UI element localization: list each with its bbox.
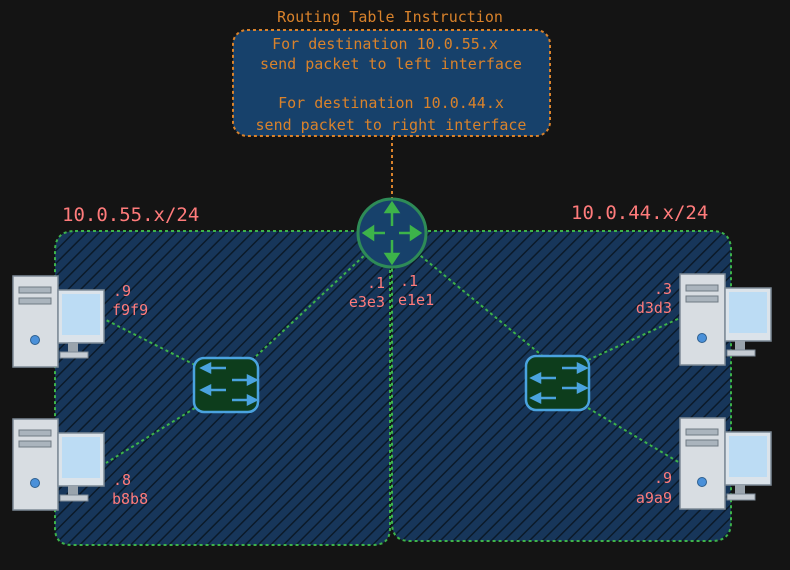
switch-arrows-icon: [529, 361, 589, 405]
router-right-if-addr: .1: [400, 272, 418, 290]
switch-left: [192, 356, 260, 414]
note-title: Routing Table Instruction: [277, 8, 503, 26]
link-router-right-switch: [415, 251, 546, 359]
host-bottom-left-mac: b8b8: [112, 490, 148, 508]
host-bottom-left-addr: .8: [113, 471, 131, 489]
switch-arrows-icon: [199, 361, 259, 407]
router-arrows-icon: [361, 200, 423, 266]
host-bottom-left: [12, 418, 105, 511]
router-left-if-addr: .1: [367, 274, 385, 292]
link-left-switch-host-top: [105, 319, 196, 366]
note-box: [232, 29, 551, 137]
host-top-right-addr: .3: [654, 280, 672, 298]
host-top-right-mac: d3d3: [636, 299, 672, 317]
router-body: [356, 197, 428, 269]
note-line-2: send packet to left interface: [260, 55, 522, 73]
note-line-3: For destination 10.0.44.x: [278, 94, 504, 112]
router-left-if-mac: e3e3: [349, 293, 385, 311]
monitor-icon: [57, 289, 105, 359]
network-links: [105, 137, 681, 464]
monitor-icon: [57, 432, 105, 502]
computer-tower-icon: [679, 417, 726, 510]
host-bottom-right: [679, 417, 772, 510]
subnet-label-right: 10.0.44.x/24: [571, 202, 708, 224]
routing-table-note: Routing Table Instruction For destinatio…: [232, 8, 551, 137]
note-line-1: For destination 10.0.55.x: [272, 35, 498, 53]
monitor-icon: [724, 287, 772, 357]
computer-tower-icon: [12, 275, 59, 368]
link-right-switch-host-top: [587, 317, 681, 361]
host-top-left-addr: .9: [113, 282, 131, 300]
computer-tower-icon: [12, 418, 59, 511]
router-right-if-mac: e1e1: [398, 291, 434, 309]
host-bottom-right-mac: a9a9: [636, 489, 672, 507]
host-top-left: [12, 275, 105, 368]
host-bottom-right-addr: .9: [654, 469, 672, 487]
host-top-right: [679, 273, 772, 366]
computer-tower-icon: [679, 273, 726, 366]
hosts: [12, 273, 772, 511]
link-router-left-switch: [251, 251, 369, 361]
note-line-4: send packet to right interface: [256, 116, 527, 134]
host-top-left-mac: f9f9: [112, 301, 148, 319]
subnet-label-left: 10.0.55.x/24: [62, 204, 199, 226]
router: [356, 197, 428, 269]
switch-right: [524, 354, 591, 412]
monitor-icon: [724, 431, 772, 501]
